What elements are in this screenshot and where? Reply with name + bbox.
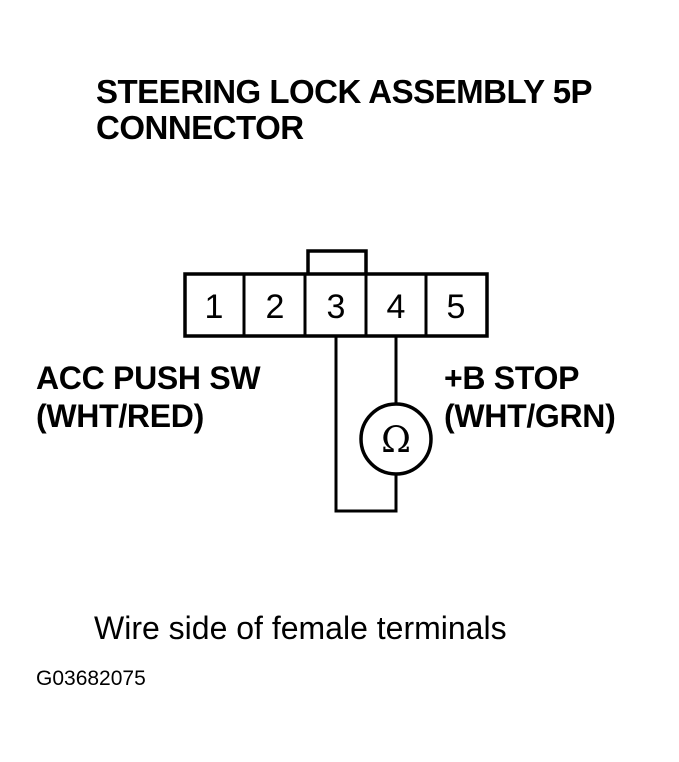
connector-body: [183, 272, 489, 338]
pin-1-label: 1: [205, 288, 224, 326]
left-terminal-label: ACC PUSH SW (WHT/RED): [36, 359, 261, 435]
view-caption: Wire side of female terminals: [94, 610, 507, 646]
connector-lock-tab: [306, 249, 368, 277]
pin-5-label: 5: [447, 288, 466, 326]
b-stop-wire-color: (WHT/GRN): [444, 398, 616, 434]
acc-push-sw-wire-color: (WHT/RED): [36, 398, 204, 434]
figure-code: G03682075: [36, 667, 146, 690]
pin-3-label: 3: [327, 288, 346, 326]
pin-2-label: 2: [266, 288, 285, 326]
title-line-1: STEERING LOCK ASSEMBLY 5P: [96, 73, 593, 110]
title-line-2: CONNECTOR: [96, 109, 304, 146]
ohmmeter-icon: Ω: [359, 402, 433, 476]
pin-4-label: 4: [387, 288, 406, 326]
ohmmeter-circle: [359, 402, 433, 476]
b-stop-name: +B STOP: [444, 360, 580, 396]
ohm-symbol: Ω: [381, 420, 411, 461]
test-lead-pin-3: [334, 336, 398, 513]
diagram-title: STEERING LOCK ASSEMBLY 5P CONNECTOR: [96, 74, 656, 146]
right-terminal-label: +B STOP (WHT/GRN): [444, 359, 616, 435]
acc-push-sw-name: ACC PUSH SW: [36, 360, 261, 396]
